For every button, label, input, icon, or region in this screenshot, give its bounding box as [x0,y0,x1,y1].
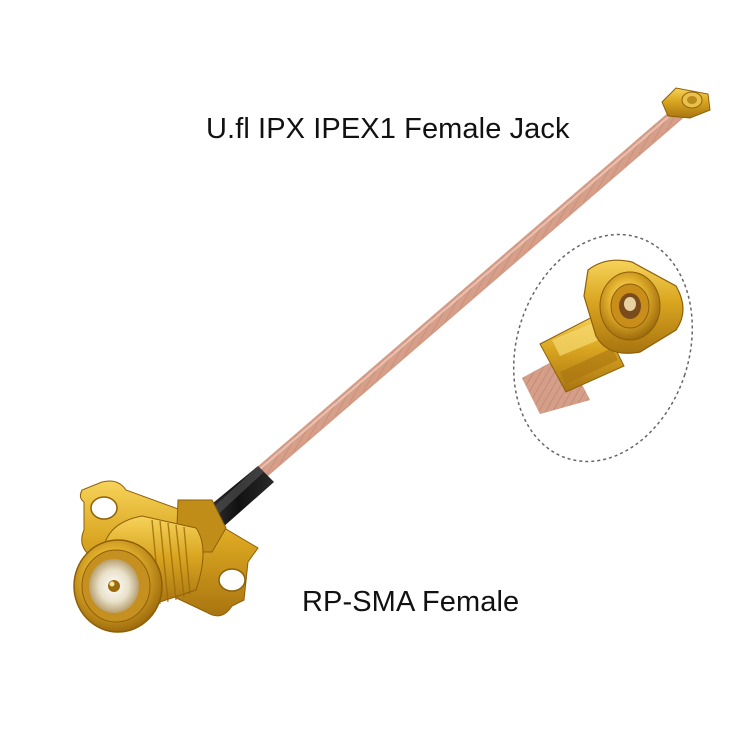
ufl-ipex1-connector-icon [661,87,711,119]
rpsma-connector-label: RP-SMA Female [302,586,520,618]
rp-sma-female-panel-mount-connector-icon [73,480,259,633]
rf-cable [255,96,697,479]
ufl-connector-closeup-icon [512,233,694,463]
heat-shrink-sleeve [202,466,274,528]
ufl-connector-label: U.fl IPX IPEX1 Female Jack [206,113,570,145]
